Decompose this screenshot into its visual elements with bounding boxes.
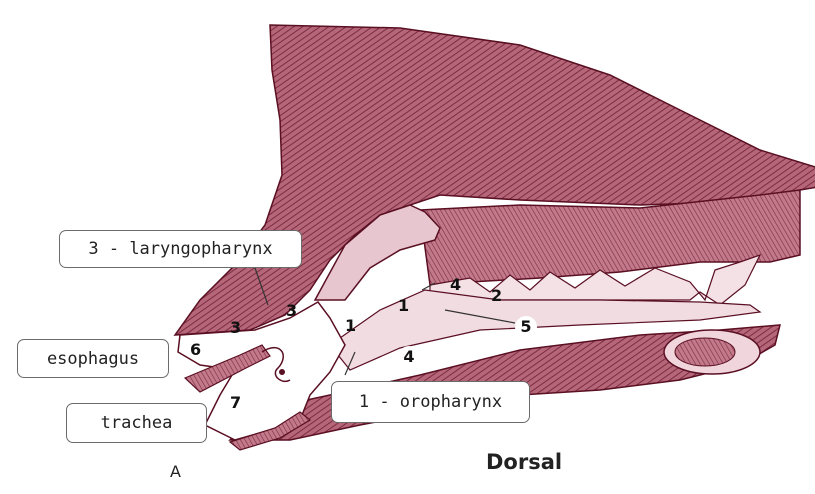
teeth-row: [429, 253, 762, 306]
label-4-lower: 4: [398, 346, 420, 368]
epiglottis: [261, 346, 291, 382]
callout-trachea: trachea: [66, 403, 207, 443]
callout-oropharynx: 1 - oropharynx: [331, 381, 530, 423]
oral-cavity: [329, 289, 762, 371]
label-2: 2: [491, 286, 503, 305]
label-1-left: 1: [345, 316, 357, 335]
callout-laryngopharynx: 3 - laryngopharynx: [59, 230, 302, 268]
caption-dorsal: Dorsal: [486, 450, 563, 474]
leader-4-upper: [421, 282, 436, 291]
arytenoid-marker: [279, 369, 285, 375]
mandible-bone-core: [674, 337, 736, 367]
label-5: 5: [515, 316, 537, 338]
label-1-right: 1: [398, 296, 410, 315]
leader-5: [444, 309, 516, 324]
leader-laryngopharynx: [254, 267, 269, 306]
label-3-upper: 3: [286, 301, 298, 320]
leader-oropharynx: [344, 351, 356, 376]
nasopharynx: [313, 204, 441, 301]
esophagus-wall: [183, 344, 271, 393]
caption-A: A: [170, 462, 181, 481]
label-6: 6: [190, 340, 202, 359]
trachea-wall: [228, 411, 312, 451]
label-3-lower: 3: [230, 318, 242, 337]
label-4-upper: 4: [450, 275, 462, 294]
label-7: 7: [230, 393, 242, 412]
callout-esophagus: esophagus: [17, 339, 169, 378]
